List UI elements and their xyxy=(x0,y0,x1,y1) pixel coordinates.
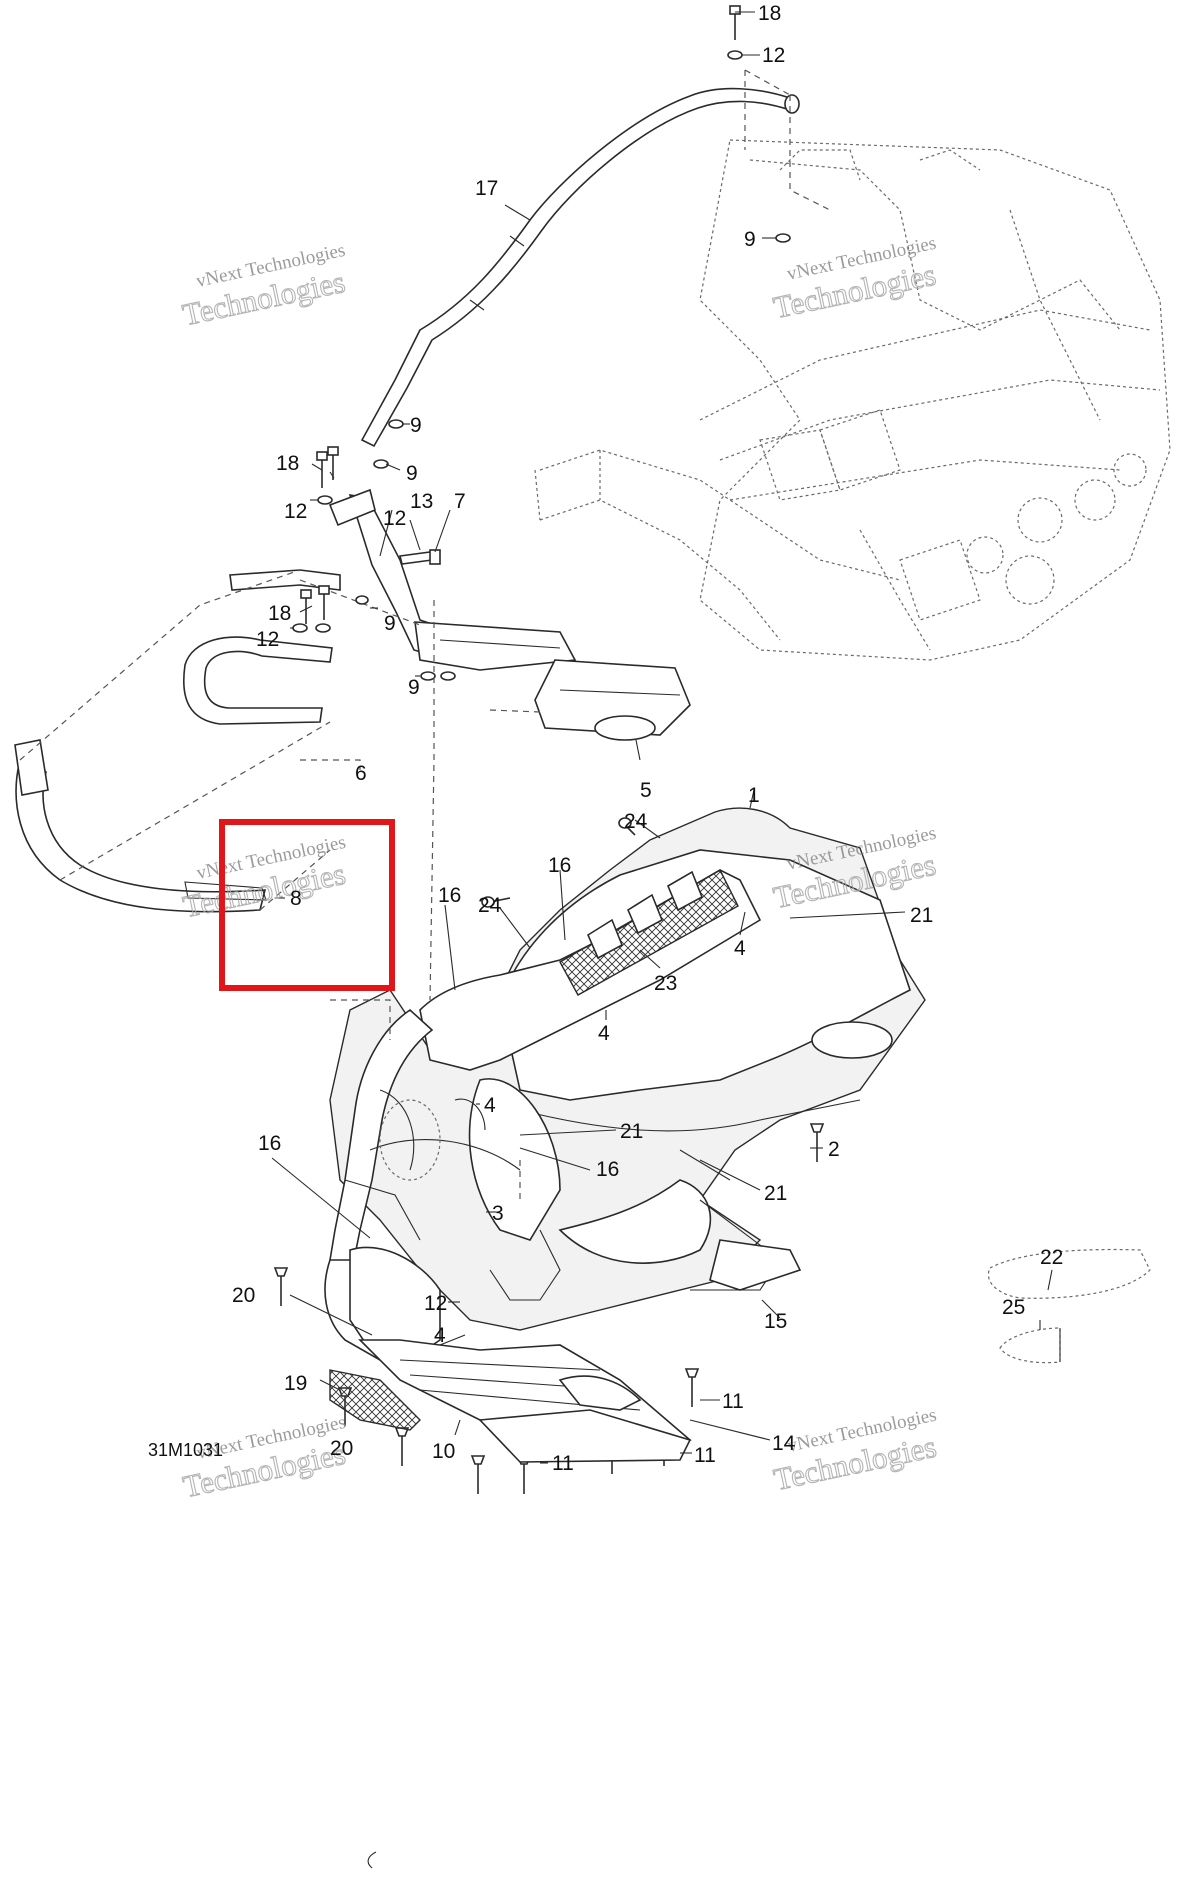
assembly-lines xyxy=(300,600,521,1200)
callout-label: 12 xyxy=(256,628,279,651)
callout-label: 22 xyxy=(1040,1246,1063,1269)
callout-label: 16 xyxy=(548,854,571,877)
callout-label: 9 xyxy=(410,414,422,437)
callout-label: 16 xyxy=(596,1158,619,1181)
callout-label: 24 xyxy=(478,894,502,917)
callout-label: 11 xyxy=(722,1390,744,1413)
callout-label: 15 xyxy=(764,1310,787,1333)
front-bumper xyxy=(14,569,341,913)
callout-label: 6 xyxy=(355,762,367,785)
figure-code: 31M1031 xyxy=(148,1440,223,1460)
callout-label: 12 xyxy=(424,1292,447,1315)
callout-label: 18 xyxy=(758,2,781,25)
skid-plate xyxy=(329,1339,692,1463)
callout-label: 18 xyxy=(268,602,291,625)
callout-label: 23 xyxy=(654,972,677,995)
callout-label: 9 xyxy=(406,462,418,485)
steering-bar-17 xyxy=(360,69,831,448)
callout-label: 3 xyxy=(492,1202,504,1225)
front-fascia xyxy=(324,869,762,1361)
callout-label: 21 xyxy=(620,1120,643,1143)
callout-label: 20 xyxy=(232,1284,255,1307)
callout-label: 12 xyxy=(284,500,307,523)
leader-lines xyxy=(271,11,1053,1464)
highlight-box xyxy=(219,819,395,991)
callout-label: 16 xyxy=(258,1132,281,1155)
callout-label: 7 xyxy=(454,490,466,513)
callout-label: 9 xyxy=(408,676,420,699)
callout-label: 11 xyxy=(694,1444,716,1467)
callout-label: 18 xyxy=(276,452,299,475)
callout-label: 19 xyxy=(284,1372,307,1395)
callout-label: 4 xyxy=(434,1324,446,1347)
suspension-arm-5 xyxy=(299,488,691,741)
callout-label: 4 xyxy=(484,1094,496,1117)
side-panels xyxy=(987,1248,1151,1364)
belly-pan xyxy=(329,807,926,1331)
callout-label: 25 xyxy=(1002,1296,1025,1319)
callout-label: 20 xyxy=(330,1437,353,1460)
callout-label: 11 xyxy=(552,1452,574,1475)
chassis-frame xyxy=(534,139,1171,661)
callout-label: 12 xyxy=(762,44,785,67)
callout-label: 21 xyxy=(764,1182,787,1205)
callout-label: 4 xyxy=(734,937,746,960)
callout-label: 1 xyxy=(748,784,760,807)
callout-label: 13 xyxy=(410,490,433,513)
callout-label: 21 xyxy=(910,904,933,927)
callout-label: 5 xyxy=(640,779,652,802)
callout-label: 16 xyxy=(438,884,461,907)
callout-label: 24 xyxy=(624,810,648,833)
callout-label: 9 xyxy=(384,612,396,635)
callout-label: 9 xyxy=(744,228,756,251)
callout-labels: 18 12 17 9 9 9 18 12 12 13 7 18 12 9 9 6… xyxy=(232,2,1063,1475)
callout-label: 12 xyxy=(383,507,406,530)
callout-label: 4 xyxy=(598,1022,610,1045)
callout-label: 8 xyxy=(290,887,302,910)
callout-label: 10 xyxy=(432,1440,455,1463)
callout-label: 2 xyxy=(828,1138,840,1161)
page-mark xyxy=(367,1851,377,1869)
callout-label: 17 xyxy=(475,177,498,200)
callout-label: 14 xyxy=(772,1432,796,1455)
